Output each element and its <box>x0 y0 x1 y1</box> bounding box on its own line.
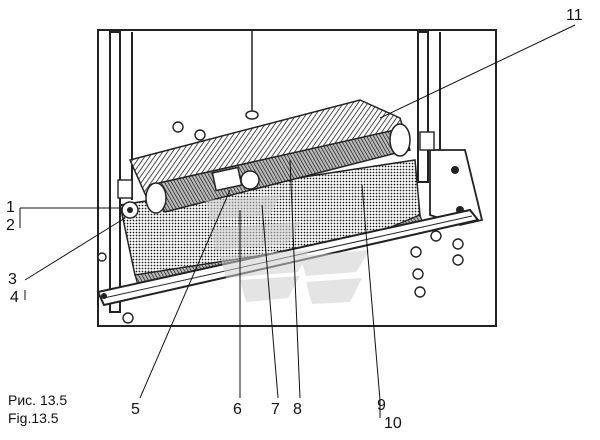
callout-3: 3 <box>8 271 17 288</box>
callout-10: 10 <box>384 415 402 432</box>
callout-2: 2 <box>6 217 15 234</box>
roller <box>145 123 411 214</box>
figure-caption-ru: Рис. 13.5 <box>8 392 68 408</box>
callout-5: 5 <box>131 401 140 418</box>
callout-6: 6 <box>233 401 242 418</box>
watermark-logo <box>205 195 370 304</box>
cable <box>245 30 259 120</box>
callout-8: 8 <box>293 401 302 418</box>
callout-7: 7 <box>271 401 280 418</box>
fasteners <box>97 121 464 324</box>
end-bracket-left <box>117 179 139 219</box>
leader-lines <box>19 24 576 418</box>
guide-rails <box>109 31 441 313</box>
figure-caption-en: Fig.13.5 <box>8 410 59 426</box>
callout-1: 1 <box>6 199 15 216</box>
callout-11: 11 <box>566 7 583 24</box>
callout-9: 9 <box>377 397 386 414</box>
callout-4: 4 <box>10 289 19 306</box>
